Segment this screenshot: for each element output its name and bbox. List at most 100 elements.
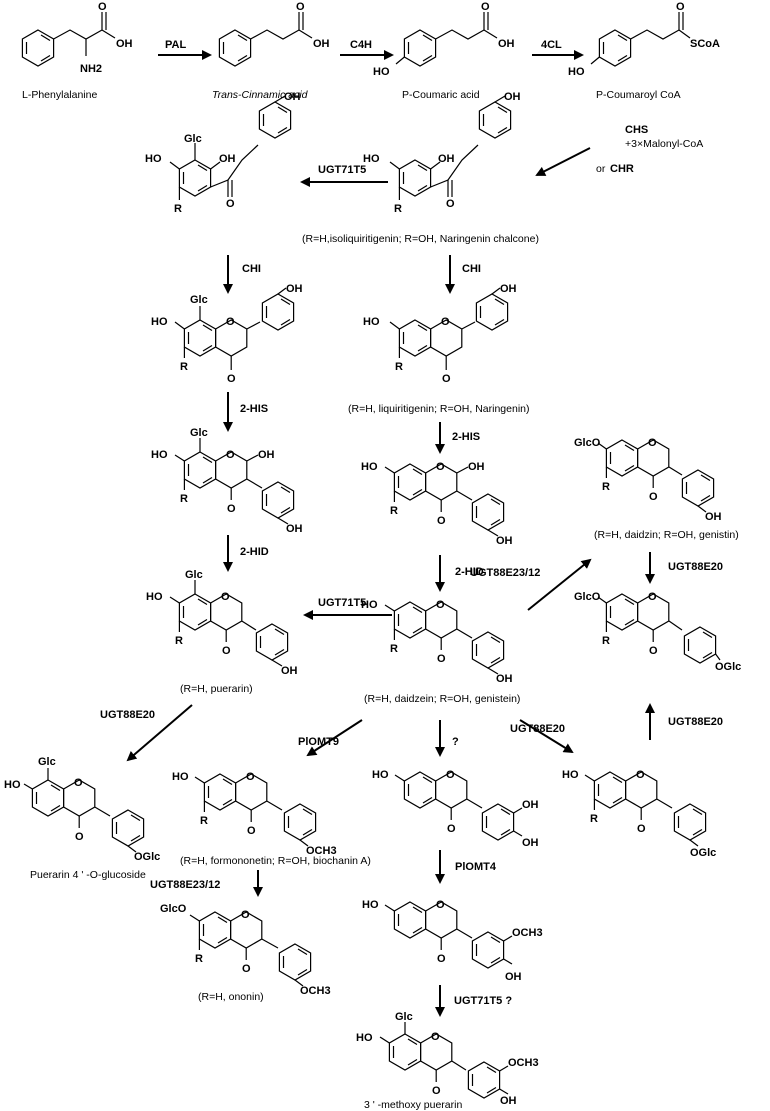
atom-r: R <box>174 203 182 215</box>
enzyme-piomt9: PlOMT9 <box>298 736 339 748</box>
methoxy-puerarin-structure: Glc HO O O OCH3 OH <box>356 1011 539 1107</box>
atom-o: O <box>649 645 658 657</box>
atom-och3: OCH3 <box>300 985 331 997</box>
atom-o: O <box>446 198 455 210</box>
atom-o: O <box>649 491 658 503</box>
label-puerarin-4-glucoside: Puerarin 4 ' -O-glucoside <box>30 869 146 881</box>
atom-o: O <box>436 599 445 611</box>
atom-o: O <box>242 963 251 975</box>
puerarin-structure: Glc HO O O R OH <box>146 569 298 677</box>
hydroxyisoflavanone-structure: HO O OH O R OH <box>361 461 513 547</box>
atom-o: O <box>227 503 236 515</box>
atom-o: O <box>437 515 446 527</box>
atom-glc: Glc <box>184 133 202 145</box>
atom-r: R <box>390 505 398 517</box>
enzyme-chs: CHS <box>625 124 648 136</box>
atom-r: R <box>180 361 188 373</box>
atom-glc: Glc <box>190 294 208 306</box>
atom-o: O <box>436 461 445 473</box>
label-coumaric-acid: P-Coumaric acid <box>402 89 480 101</box>
enzyme-chi-right: CHI <box>462 263 481 275</box>
atom-ho: HO <box>151 316 168 328</box>
atom-o: O <box>636 769 645 781</box>
enzyme-ugt88e20-daidzin: UGT88E20 <box>668 561 723 573</box>
atom-o: O <box>481 1 490 13</box>
daidzin-4-glucoside-structure: GlcO O O R OGlc <box>574 591 741 673</box>
enzyme-2his-right: 2-HIS <box>452 431 480 443</box>
daidzein-structure: HO O O R OH <box>361 599 513 685</box>
enzyme-ugt88e20-daidzein: UGT88E20 <box>510 723 565 735</box>
atom-oh: OH <box>498 38 515 50</box>
atom-oh: OH <box>219 153 236 165</box>
glucosyl-chalcone-structure: Glc HO OH OH R O <box>145 91 301 215</box>
atom-o: O <box>676 1 685 13</box>
enzyme-piomt4: PlOMT4 <box>455 861 497 873</box>
atom-oh: OH <box>500 283 517 295</box>
ononin-structure: GlcO O O R OCH3 <box>160 903 331 997</box>
atom-o: O <box>648 437 657 449</box>
atom-o: O <box>98 1 107 13</box>
atom-r: R <box>602 635 610 647</box>
atom-nh2: NH2 <box>80 63 102 75</box>
flavanone-structure: HO O O R OH <box>363 283 517 385</box>
atom-oglc: OGlc <box>690 847 716 859</box>
atom-o: O <box>436 899 445 911</box>
daidzein-4-glucoside-structure: HO O O R OGlc <box>562 769 716 859</box>
enzyme-chr: CHR <box>610 163 634 175</box>
atom-ho: HO <box>361 461 378 473</box>
atom-glco: GlcO <box>574 591 601 603</box>
cinnamic-acid-structure: O OH <box>218 1 330 67</box>
atom-och3: OCH3 <box>508 1057 539 1069</box>
atom-oh: OH <box>284 91 301 103</box>
phenylalanine-structure: O OH NH2 <box>21 1 133 75</box>
atom-oh: OH <box>500 1095 517 1107</box>
atom-glc: Glc <box>185 569 203 581</box>
label-or: or <box>596 163 606 175</box>
atom-r: R <box>394 203 402 215</box>
enzyme-unknown: ? <box>452 736 459 748</box>
atom-oglc: OGlc <box>715 661 741 673</box>
atom-o: O <box>246 771 255 783</box>
cosubstrate-malonyl-coa: +3×Malonyl-CoA <box>625 138 703 150</box>
enzyme-2his-left: 2-HIS <box>240 403 268 415</box>
enzyme-2hid-left: 2-HID <box>240 546 269 558</box>
label-formononetin: (R=H, formononetin; R=OH, biochanin A) <box>180 855 371 867</box>
dihydroxy-isoflavone-structure: HO O O OH OH <box>372 769 539 849</box>
label-chalcones: (R=H,isoliquiritigenin; R=OH, Naringenin… <box>302 233 539 245</box>
atom-och3: OCH3 <box>306 845 337 857</box>
enzyme-c4h: C4H <box>350 39 372 51</box>
atom-o: O <box>247 825 256 837</box>
enzyme-ugt71t5-daidzein: UGT71T5 <box>318 597 366 609</box>
atom-ho: HO <box>145 153 162 165</box>
atom-glc: Glc <box>395 1011 413 1023</box>
glucosyl-hydroxyisoflavanone-structure: Glc HO O OH O R OH <box>151 427 303 535</box>
atom-r: R <box>195 953 203 965</box>
atom-oglc: OGlc <box>134 851 160 863</box>
atom-o: O <box>446 769 455 781</box>
atom-o: O <box>74 777 83 789</box>
atom-oh: OH <box>468 461 485 473</box>
coumaroyl-coa-structure: O SCoA HO <box>568 1 720 78</box>
atom-o: O <box>226 449 235 461</box>
atom-r: R <box>200 815 208 827</box>
atom-o: O <box>432 1085 441 1097</box>
atom-oh: OH <box>286 283 303 295</box>
enzyme-ugt88e20-puerarin: UGT88E20 <box>100 709 155 721</box>
enzyme-ugt88e23-formononetin: UGT88E23/12 <box>150 879 220 891</box>
atom-ho: HO <box>372 769 389 781</box>
atom-o: O <box>441 316 450 328</box>
methoxy-isoflavone-structure: HO O O OCH3 OH <box>362 899 543 983</box>
atom-o: O <box>447 823 456 835</box>
atom-glco: GlcO <box>574 437 601 449</box>
atom-oh: OH <box>313 38 330 50</box>
atom-och3: OCH3 <box>512 927 543 939</box>
chalcone-structure: HO OH OH R O <box>363 91 521 215</box>
atom-oh: OH <box>504 91 521 103</box>
glucosyl-flavanone-structure: Glc HO O O R OH <box>151 283 303 385</box>
atom-r: R <box>395 361 403 373</box>
atom-o: O <box>437 953 446 965</box>
enzyme-ugt88e23-daidzein: UGT88E23/12 <box>470 567 540 579</box>
atom-o: O <box>226 198 235 210</box>
atom-o: O <box>437 653 446 665</box>
coumaric-acid-structure: O OH HO <box>373 1 515 78</box>
